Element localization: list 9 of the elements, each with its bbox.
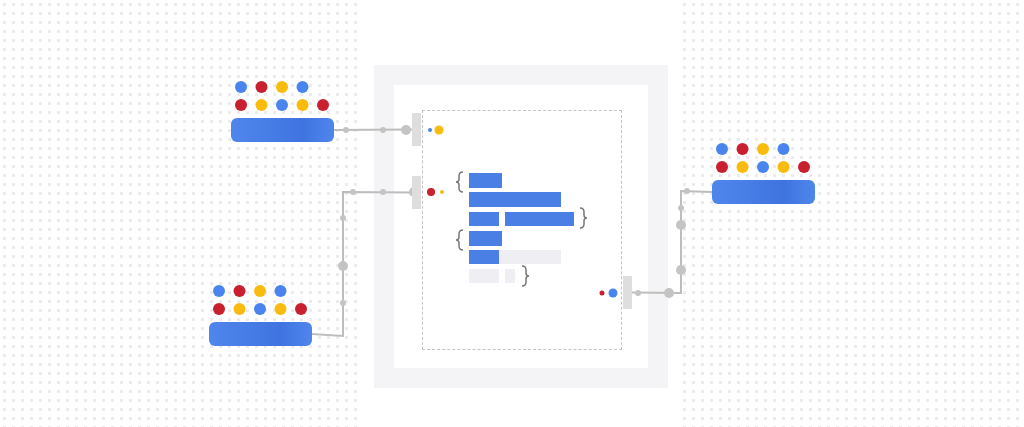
connector-port bbox=[412, 176, 421, 209]
connector-line bbox=[631, 189, 713, 294]
dashed-panel bbox=[422, 110, 622, 350]
connector-port bbox=[412, 113, 421, 146]
connector-line bbox=[333, 128, 413, 131]
data-bar bbox=[712, 180, 815, 204]
data-bar bbox=[231, 118, 334, 142]
data-bar bbox=[209, 322, 312, 346]
connector-port bbox=[623, 276, 632, 309]
